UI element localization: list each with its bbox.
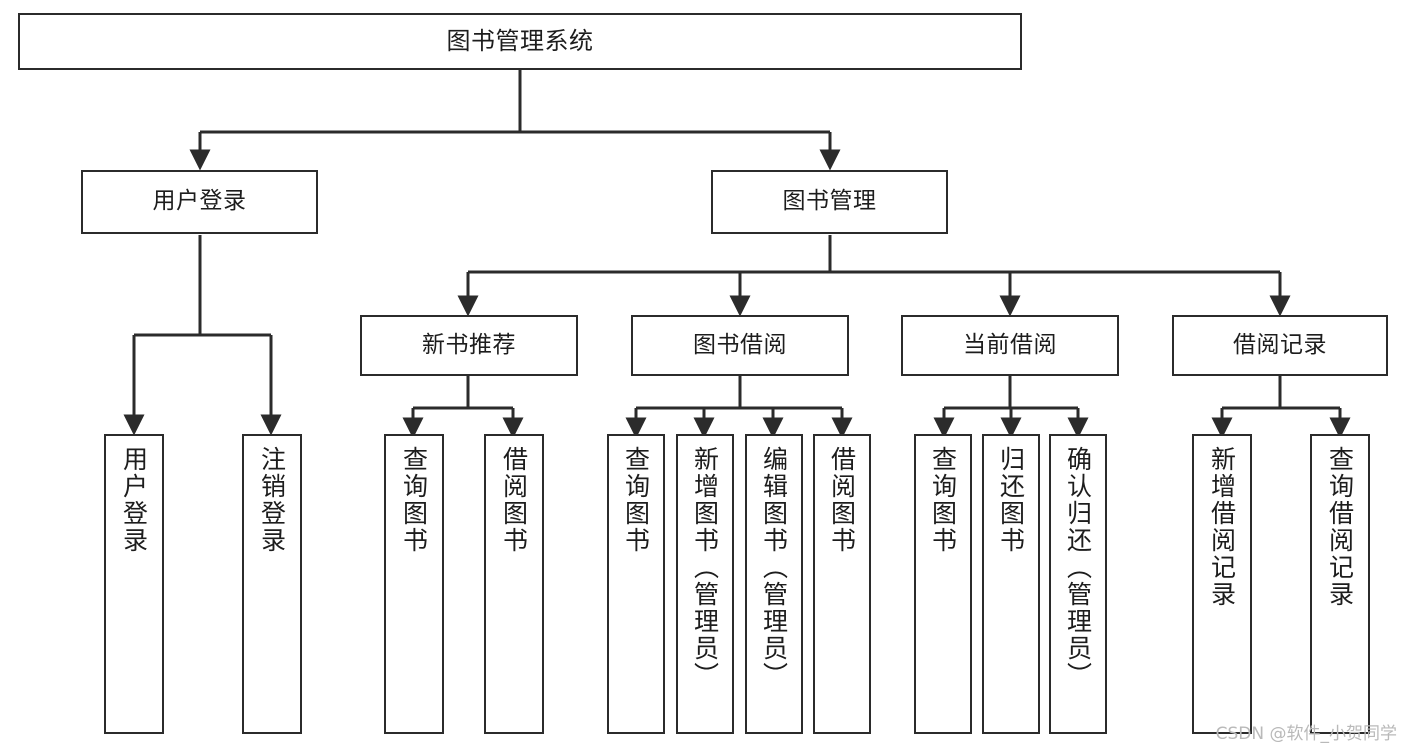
node-label: 归还图书 (996, 446, 1026, 554)
node-label: 查询借阅记录 (1325, 446, 1355, 608)
node-label: 确认归还（管理员） (1063, 446, 1093, 689)
node-label: 当前借阅 (963, 331, 1057, 358)
node-book-management[interactable]: 图书管理 (711, 170, 948, 234)
node-new-book-recommend[interactable]: 新书推荐 (360, 315, 578, 376)
node-label: 借阅记录 (1233, 331, 1327, 358)
node-label: 图书借阅 (693, 331, 787, 358)
leaf-book-borrow-query-book[interactable]: 查询图书 (607, 434, 665, 734)
node-book-borrow[interactable]: 图书借阅 (631, 315, 849, 376)
leaf-borrow-record-query-record[interactable]: 查询借阅记录 (1310, 434, 1370, 734)
node-current-borrow[interactable]: 当前借阅 (901, 315, 1119, 376)
leaf-borrow-record-add-record[interactable]: 新增借阅记录 (1192, 434, 1252, 734)
leaf-current-borrow-query-book[interactable]: 查询图书 (914, 434, 972, 734)
node-label: 注销登录 (257, 446, 287, 554)
leaf-new-book-query-book[interactable]: 查询图书 (384, 434, 444, 734)
node-label: 查询图书 (399, 446, 429, 554)
node-user-login[interactable]: 用户登录 (81, 170, 318, 234)
leaf-user-login-login[interactable]: 用户登录 (104, 434, 164, 734)
node-label: 图书管理 (782, 188, 877, 215)
watermark-text: CSDN @软件_小贺同学 (1215, 724, 1397, 744)
leaf-book-borrow-add-book-admin[interactable]: 新增图书（管理员） (676, 434, 734, 734)
node-label: 新增借阅记录 (1207, 446, 1237, 608)
node-label: 查询图书 (928, 446, 958, 554)
leaf-user-login-logout[interactable]: 注销登录 (242, 434, 302, 734)
node-label: 编辑图书（管理员） (759, 446, 789, 689)
node-label: 用户登录 (152, 188, 247, 215)
node-label: 用户登录 (119, 446, 149, 554)
leaf-current-borrow-confirm-return-admin[interactable]: 确认归还（管理员） (1049, 434, 1107, 734)
leaf-book-borrow-edit-book-admin[interactable]: 编辑图书（管理员） (745, 434, 803, 734)
node-label: 查询图书 (621, 446, 651, 554)
node-label: 新增图书（管理员） (690, 446, 720, 689)
node-root-book-management-system[interactable]: 图书管理系统 (18, 13, 1022, 70)
node-label: 图书管理系统 (446, 27, 594, 56)
node-label: 新书推荐 (422, 331, 516, 358)
leaf-current-borrow-return-book[interactable]: 归还图书 (982, 434, 1040, 734)
leaf-new-book-borrow-book[interactable]: 借阅图书 (484, 434, 544, 734)
leaf-book-borrow-borrow-book[interactable]: 借阅图书 (813, 434, 871, 734)
node-label: 借阅图书 (499, 446, 529, 554)
node-borrow-record[interactable]: 借阅记录 (1172, 315, 1388, 376)
node-label: 借阅图书 (827, 446, 857, 554)
